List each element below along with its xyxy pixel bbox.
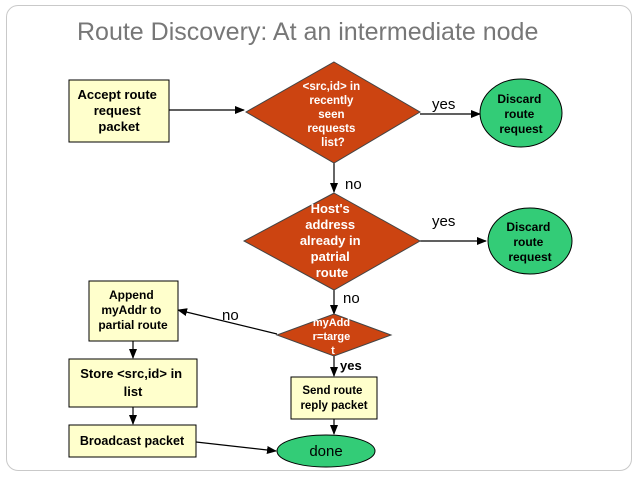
svg-text:Broadcast packet: Broadcast packet: [80, 434, 185, 448]
accept-line-1: Accept route: [77, 87, 156, 102]
discard2-line-3: request: [508, 250, 551, 264]
edge-label-host-no: no: [343, 290, 360, 307]
discard1-line-1: Discard: [497, 92, 541, 106]
edge-label-target-yes: yes: [340, 358, 362, 373]
recent-line-5: list?: [321, 137, 345, 149]
recent-line-1: <src,id> in: [303, 81, 361, 93]
host-line-3: already in: [300, 233, 361, 248]
svg-text:Discard route requ: Discard route request: [506, 220, 553, 264]
append-line-1: Append: [109, 288, 154, 302]
accept-line-2: request: [94, 103, 142, 118]
send-line-2: reply packet: [300, 400, 367, 412]
node-send-route-reply: Send route reply packet: [290, 376, 378, 420]
append-line-2: myAddr to: [101, 303, 161, 317]
decision-recently-seen: <src,id> in recently seen requests list?: [244, 61, 421, 164]
edge-label-recent-yes: yes: [432, 96, 455, 113]
append-line-3: partial route: [98, 318, 168, 332]
host-line-2: address: [305, 217, 355, 232]
node-append-myaddr: Append myAddr to partial route: [88, 280, 179, 342]
svg-text:Accept route request: Accept route request packet: [77, 87, 160, 134]
svg-text:Store <src,id> in list: Store <src,id> in list: [80, 366, 186, 399]
broadcast-line-1: Broadcast packet: [80, 434, 185, 448]
slide-title: Route Discovery: At an intermediate node: [77, 18, 539, 46]
target-line-3: t: [331, 345, 335, 357]
recent-line-3: seen: [318, 109, 344, 121]
edge-broadcast-to-done: [195, 441, 277, 454]
discard1-line-3: request: [499, 122, 542, 136]
node-accept-route-request: Accept route request packet: [68, 79, 170, 143]
accept-line-3: packet: [98, 119, 140, 134]
discard1-line-2: route: [504, 107, 534, 121]
recent-line-4: requests: [307, 123, 355, 135]
target-line-2: r=targe: [313, 331, 351, 343]
discard2-line-1: Discard: [506, 220, 550, 234]
svg-text:<src,id> in recently: <src,id> in recently seen requests list?: [303, 81, 364, 149]
node-broadcast-packet: Broadcast packet: [68, 424, 197, 458]
svg-text:Host's address alr: Host's address already in patrial route: [300, 201, 364, 280]
svg-text:myAdd r=targe t: myAdd r=targe t: [313, 317, 354, 357]
node-store-src-id: Store <src,id> in list: [68, 358, 198, 408]
done-label: done: [309, 443, 342, 460]
edge-label-host-yes: yes: [432, 213, 455, 230]
recent-line-2: recently: [309, 95, 354, 107]
host-line-1: Host's: [311, 201, 350, 216]
discard2-line-2: route: [513, 235, 543, 249]
edge-label-recent-no: no: [345, 176, 362, 193]
target-line-1: myAdd: [313, 317, 350, 329]
svg-text:done: done: [309, 443, 342, 460]
edge-label-target-no: no: [222, 307, 239, 324]
edges: [129, 106, 487, 454]
host-line-5: route: [316, 265, 349, 280]
host-line-4: patrial: [311, 249, 350, 264]
decision-host-address: Host's address already in patrial route: [242, 192, 422, 291]
node-discard-request-1: Discard route request: [479, 78, 563, 148]
edge-target-to-append: [177, 308, 278, 335]
svg-text:Send route reply packet: Send route reply packet: [300, 385, 367, 412]
store-line-2: list: [124, 384, 143, 399]
svg-text:Discard route requ: Discard route request: [497, 92, 544, 136]
svg-text:Append myAddr to p: Append myAddr to partial route: [98, 288, 168, 332]
node-done: done: [276, 434, 376, 468]
node-discard-request-2: Discard route request: [487, 207, 573, 275]
store-line-1: Store <src,id> in: [80, 366, 182, 381]
send-line-1: Send route: [302, 385, 362, 397]
decision-myaddr-target: myAdd r=targe t: [275, 313, 393, 357]
